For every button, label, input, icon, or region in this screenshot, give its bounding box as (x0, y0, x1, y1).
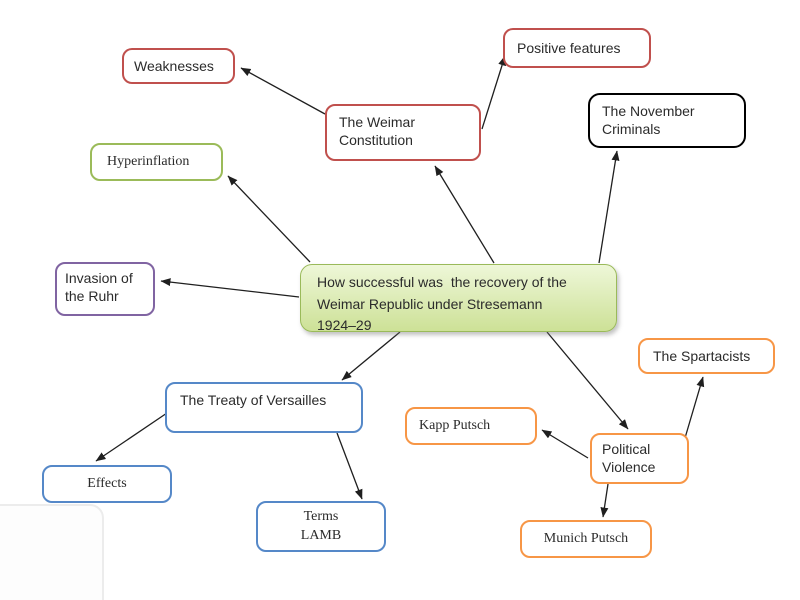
arrow-weimar-constitution-to-positive-features (481, 55, 506, 130)
terms-lamb-label: Terms LAMB (300, 509, 342, 543)
spartacists-label: The Spartacists (653, 347, 751, 364)
arrow-central-to-weimar-constitution (434, 165, 495, 264)
node-effects[interactable]: Effects (42, 465, 172, 503)
arrow-central-to-invasion-ruhr (160, 278, 300, 298)
invasion-ruhr-label: Invasion of the Ruhr (65, 270, 133, 305)
node-positive-features[interactable]: Positive features (503, 28, 651, 68)
node-weimar-constitution[interactable]: The Weimar Constitution (325, 104, 481, 161)
node-weaknesses[interactable]: Weaknesses (122, 48, 235, 84)
node-spartacists[interactable]: The Spartacists (638, 338, 775, 374)
arrow-central-to-political-violence (546, 331, 629, 430)
arrow-weimar-constitution-to-weaknesses (240, 67, 326, 115)
node-munich-putsch[interactable]: Munich Putsch (520, 520, 652, 558)
arrow-central-to-november-criminals (598, 150, 620, 264)
partial-shape-edge (0, 504, 104, 600)
positive-features-label: Positive features (517, 39, 621, 56)
arrow-treaty-to-terms-lamb (336, 432, 363, 500)
node-treaty-versailles[interactable]: The Treaty of Versailles (165, 382, 363, 433)
node-kapp-putsch[interactable]: Kapp Putsch (405, 407, 537, 445)
political-violence-label: Political Violence (602, 441, 656, 476)
node-invasion-ruhr[interactable]: Invasion of the Ruhr (55, 262, 155, 316)
arrow-central-to-hyperinflation (227, 175, 311, 263)
kapp-putsch-label: Kapp Putsch (419, 417, 491, 433)
node-political-violence[interactable]: Political Violence (590, 433, 689, 484)
node-terms-lamb[interactable]: Terms LAMB (256, 501, 386, 552)
weaknesses-label: Weaknesses (134, 57, 214, 74)
arrow-central-to-treaty-versailles (341, 331, 401, 381)
munich-putsch-label: Munich Putsch (543, 530, 629, 546)
effects-label: Effects (87, 475, 127, 491)
arrow-political-violence-to-munich-putsch (600, 483, 609, 518)
hyperinflation-label: Hyperinflation (107, 153, 190, 169)
central-question-label: How successful was the recovery of the W… (317, 274, 567, 334)
node-central-question[interactable]: How successful was the recovery of the W… (300, 264, 617, 333)
node-hyperinflation[interactable]: Hyperinflation (90, 143, 223, 181)
arrow-political-violence-to-spartacists (684, 376, 705, 439)
arrow-treaty-to-effects (95, 412, 168, 462)
weimar-constitution-label: The Weimar Constitution (339, 114, 415, 149)
november-criminals-label: The November Criminals (602, 103, 695, 138)
treaty-versailles-label: The Treaty of Versailles (180, 392, 327, 408)
arrow-political-violence-to-kapp-putsch (541, 429, 589, 459)
node-november-criminals[interactable]: The November Criminals (588, 93, 746, 148)
